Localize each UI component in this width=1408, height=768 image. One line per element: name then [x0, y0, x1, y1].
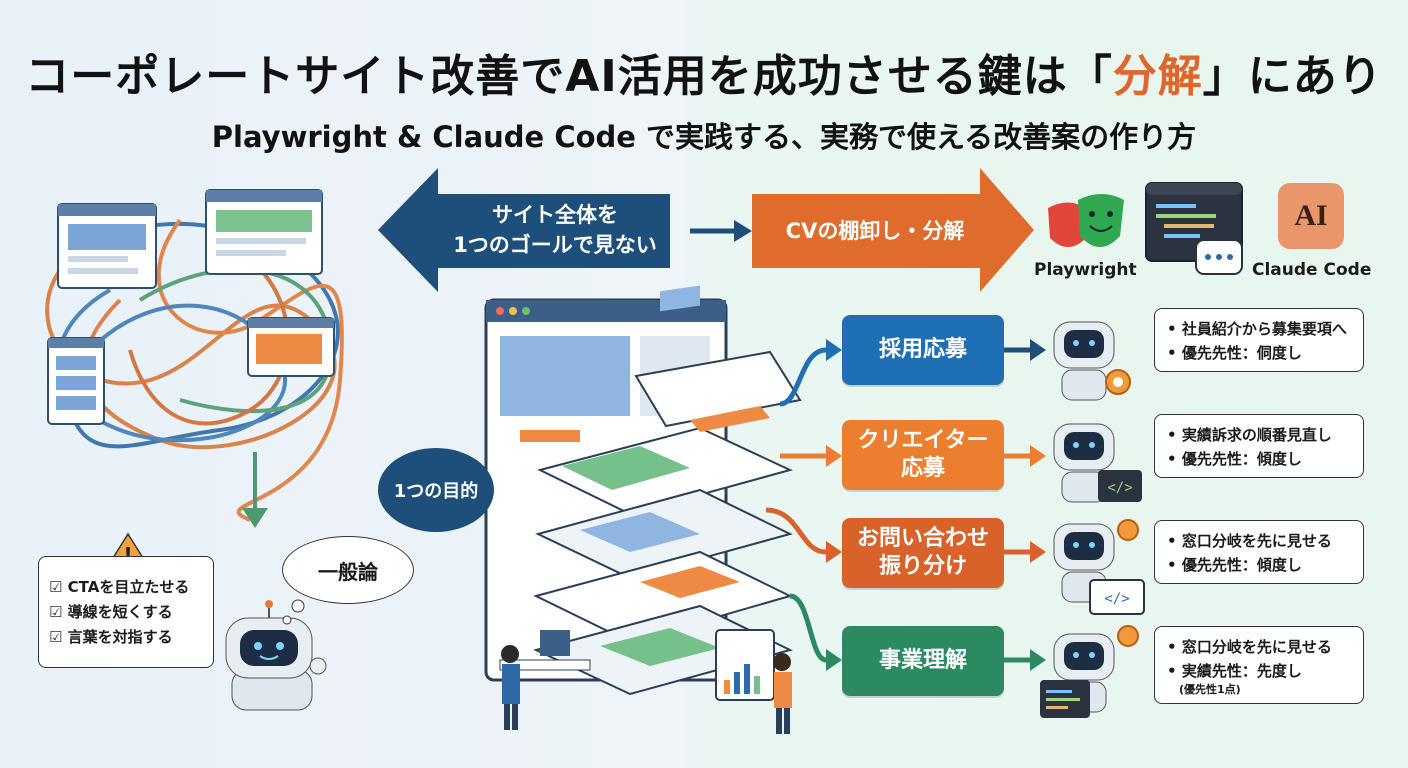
page-subtitle: Playwright & Claude Code で実践する、実務で使える改善案…: [211, 120, 1197, 154]
goal-inquiry: お問い合わせ 振り分け: [842, 518, 1004, 588]
code-terminal-icon: [1145, 182, 1243, 275]
playwright-logo-icon: [1048, 194, 1124, 247]
checklist-item: CTAを目立たせる: [49, 575, 205, 600]
robot-icon-2: </>: [1053, 423, 1142, 503]
connector-arrow-icon: [690, 220, 752, 242]
note-box-4: 窓口分岐を先に見せる 実績先性：先度し (優先性1点): [1154, 626, 1364, 704]
goal-to-robot-arrows: [1004, 339, 1046, 671]
note-small: (優先性1点): [1179, 683, 1241, 696]
goal-creator: クリエイター 応募: [842, 420, 1004, 490]
purpose-badge: 1つの目的: [378, 448, 494, 532]
goal-recruit: 採用応募: [842, 315, 1004, 385]
playwright-label: Playwright: [1034, 260, 1137, 280]
checklist-box: CTAを目立たせる 導線を短くする 言葉を対指する: [38, 556, 214, 668]
person-icon-right: [715, 629, 792, 734]
title-end: 」にあり: [1202, 51, 1383, 102]
left-arrow-icon: [378, 168, 670, 292]
right-arrow-icon: [752, 168, 1034, 292]
note-item: 窓口分岐を先に見せる: [1167, 635, 1353, 659]
robot-icon-1: [1053, 321, 1131, 401]
note-item: 優先先性：傾度し: [1167, 553, 1353, 577]
checklist-item: 導線を短くする: [49, 600, 205, 625]
page-title: コーポレートサイト改善でAI活用を成功させる鍵は「分解」にあり: [0, 40, 1408, 104]
svg-text:</>: </>: [1104, 591, 1129, 607]
robot-icon-3: </>: [1053, 519, 1145, 615]
title-highlight: 分解: [1112, 51, 1203, 102]
person-icon-left: [499, 630, 591, 730]
small-browser-window-icons: [47, 189, 335, 425]
right-arrow-label: CVの棚卸し・分解: [785, 219, 965, 243]
note-item: 窓口分岐を先に見せる: [1167, 529, 1353, 553]
central-browser-stack-icon: [484, 285, 802, 696]
claude-logo-icon: AI: [1278, 183, 1344, 249]
branch-arrows: [765, 347, 827, 663]
note-item: 社員紹介から募集要項へ: [1167, 317, 1353, 341]
speech-bubble: 一般論: [282, 536, 414, 604]
svg-text:</>: </>: [1107, 480, 1132, 496]
title-main: コーポレートサイト改善でAI活用を成功させる鍵は「: [25, 51, 1113, 102]
checklist-item: 言葉を対指する: [49, 625, 205, 650]
note-item: 実績先性：先度し: [1167, 659, 1353, 683]
note-box-3: 窓口分岐を先に見せる 優先先性：傾度し: [1154, 520, 1364, 584]
claude-code-label: Claude Code: [1252, 260, 1372, 280]
svg-text:!: !: [123, 543, 132, 567]
left-arrow-label: サイト全体を 1つのゴールで見ない: [453, 203, 657, 257]
note-item: 優先先性：侗度し: [1167, 341, 1353, 365]
note-item: 優先先性：傾度し: [1167, 447, 1353, 471]
robot-icon-4: [1040, 625, 1139, 718]
goal-business: 事業理解: [842, 626, 1004, 696]
note-box-1: 社員紹介から募集要項へ 優先先性：侗度し: [1154, 308, 1364, 372]
note-item: 実績訴求の順番見直し: [1167, 423, 1353, 447]
note-box-2: 実績訴求の順番見直し 優先先性：傾度し: [1154, 414, 1364, 478]
robot-icon-left: [225, 600, 327, 711]
